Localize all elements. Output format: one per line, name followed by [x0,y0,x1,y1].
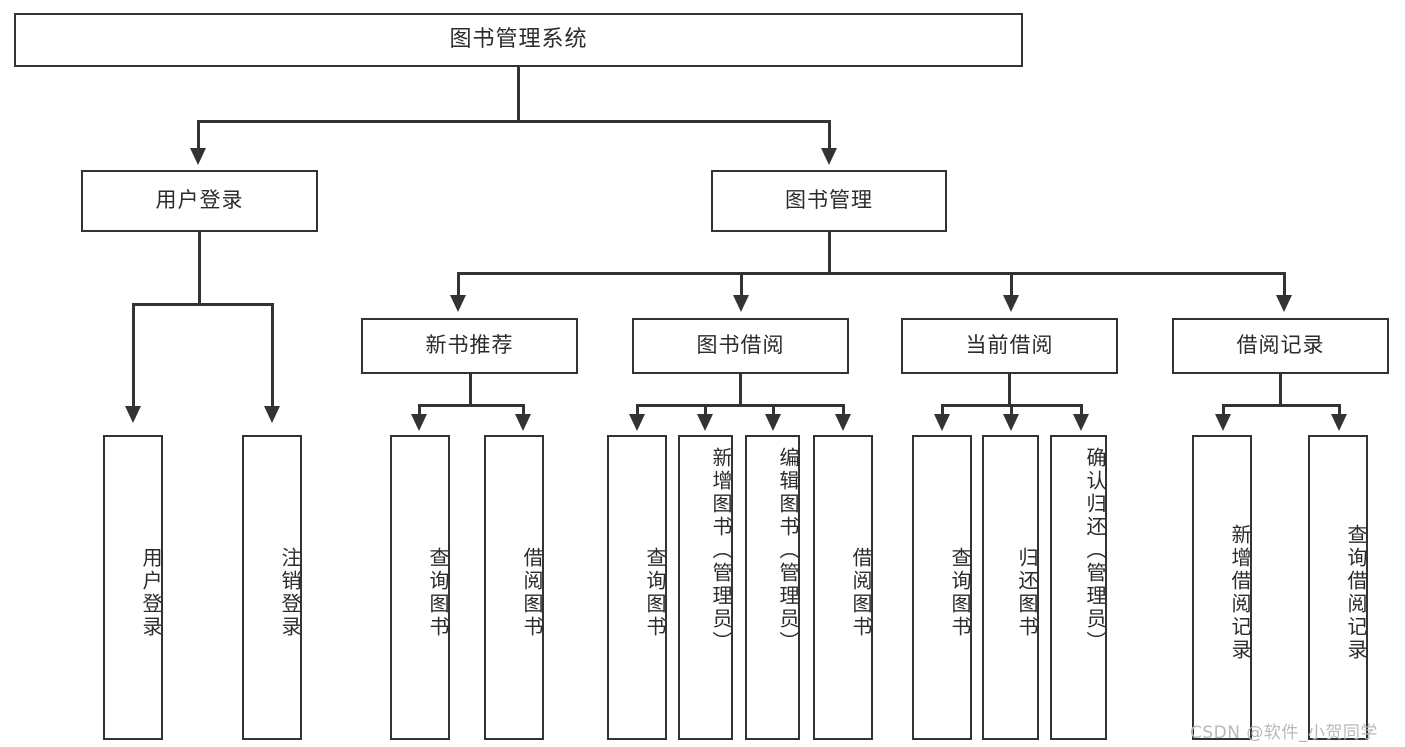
edge-book-borrow-stem [739,374,742,406]
edge-new-book-bus [418,404,522,407]
arrowhead-leaf-user-login [125,406,141,423]
arrowhead-book-mgmt [821,148,837,165]
arrowhead-leaf-query-book-2 [629,414,645,431]
edge-to-new-book [457,272,460,297]
node-borrow-record-label: 借阅记录 [1236,333,1325,358]
arrowhead-leaf-borrow-book-2 [835,414,851,431]
edge-book-mgmt-stem [828,232,831,274]
leaf-add-book[interactable]: 新增图书（管理员） [678,435,733,740]
node-root-system[interactable]: 图书管理系统 [14,13,1023,67]
edge-book-borrow-branch-3 [772,404,775,416]
node-current-borrow-label: 当前借阅 [965,333,1054,358]
node-user-login[interactable]: 用户登录 [81,170,318,232]
arrowhead-leaf-query-book-3 [934,414,950,431]
leaf-query-book-current[interactable]: 查询图书 [912,435,972,740]
edge-current-borrow-branch-1 [941,404,944,416]
leaf-logout[interactable]: 注销登录 [242,435,302,740]
arrowhead-user-login [190,148,206,165]
node-root-label: 图书管理系统 [449,26,588,52]
leaf-add-borrow-record-label: 新增借阅记录 [1228,523,1252,662]
edge-new-book-branch-2 [522,404,525,416]
edge-book-borrow-bus [636,404,842,407]
leaf-query-book-borrow[interactable]: 查询图书 [607,435,667,740]
arrowhead-leaf-confirm-return [1073,414,1089,431]
edge-book-borrow-branch-4 [842,404,845,416]
edge-user-login-branch-1 [132,303,135,408]
leaf-confirm-return[interactable]: 确认归还（管理员） [1050,435,1107,740]
arrowhead-leaf-query-book-1 [411,414,427,431]
edge-current-borrow-branch-3 [1080,404,1083,416]
edge-user-login-stem [198,232,201,305]
node-book-borrow-label: 图书借阅 [696,333,785,358]
edge-new-book-branch-1 [418,404,421,416]
leaf-borrow-book[interactable]: 借阅图书 [813,435,873,740]
arrowhead-leaf-query-record [1331,414,1347,431]
leaf-user-login-label: 用户登录 [139,546,163,639]
edge-to-borrow-record [1283,272,1286,297]
edge-new-book-stem [469,374,472,406]
leaf-edit-book-label: 编辑图书（管理员） [776,447,800,654]
leaf-query-book-current-label: 查询图书 [948,546,972,639]
leaf-query-borrow-record[interactable]: 查询借阅记录 [1308,435,1368,740]
edge-to-book-borrow [740,272,743,297]
csdn-watermark: CSDN @软件_小贺同学 [1190,723,1378,743]
edge-root-to-user-login [197,120,200,150]
leaf-add-book-label: 新增图书（管理员） [709,447,733,654]
leaf-borrow-book-recommend[interactable]: 借阅图书 [484,435,544,740]
node-current-borrow[interactable]: 当前借阅 [901,318,1118,374]
leaf-return-book-label: 归还图书 [1015,546,1039,639]
edge-root-bus [197,120,829,123]
leaf-query-borrow-record-label: 查询借阅记录 [1344,523,1368,662]
edge-current-borrow-stem [1008,374,1011,406]
edge-book-mgmt-bus [457,272,1285,275]
leaf-query-book-recommend[interactable]: 查询图书 [390,435,450,740]
arrowhead-borrow-record [1276,295,1292,312]
node-book-borrow[interactable]: 图书借阅 [632,318,849,374]
arrowhead-book-borrow [733,295,749,312]
arrowhead-leaf-return-book [1003,414,1019,431]
arrowhead-leaf-add-book [697,414,713,431]
node-book-management[interactable]: 图书管理 [711,170,947,232]
edge-book-borrow-branch-1 [636,404,639,416]
arrowhead-new-book [450,295,466,312]
node-user-login-label: 用户登录 [155,188,244,213]
leaf-user-login[interactable]: 用户登录 [103,435,163,740]
leaf-borrow-book-recommend-label: 借阅图书 [520,546,544,639]
edge-borrow-record-bus [1222,404,1338,407]
edge-borrow-record-branch-1 [1222,404,1225,416]
arrowhead-leaf-logout [264,406,280,423]
edge-borrow-record-stem [1279,374,1282,406]
leaf-edit-book[interactable]: 编辑图书（管理员） [745,435,800,740]
edge-root-to-book-mgmt [828,120,831,150]
edge-borrow-record-branch-2 [1338,404,1341,416]
leaf-logout-label: 注销登录 [278,546,302,639]
arrowhead-leaf-add-record [1215,414,1231,431]
leaf-return-book[interactable]: 归还图书 [982,435,1039,740]
edge-book-borrow-branch-2 [704,404,707,416]
edge-current-borrow-branch-2 [1010,404,1013,416]
leaf-confirm-return-label: 确认归还（管理员） [1083,447,1107,654]
node-book-management-label: 图书管理 [785,188,873,213]
node-new-book-recommend-label: 新书推荐 [425,333,514,358]
edge-user-login-bus [132,303,271,306]
arrowhead-current-borrow [1003,295,1019,312]
arrowhead-leaf-borrow-book-1 [515,414,531,431]
edge-to-current-borrow [1010,272,1013,297]
arrowhead-leaf-edit-book [765,414,781,431]
leaf-borrow-book-label: 借阅图书 [849,546,873,639]
edge-root-stem [517,67,520,122]
edge-user-login-branch-2 [271,303,274,408]
node-new-book-recommend[interactable]: 新书推荐 [361,318,578,374]
leaf-add-borrow-record[interactable]: 新增借阅记录 [1192,435,1252,740]
leaf-query-book-recommend-label: 查询图书 [426,546,450,639]
node-borrow-record[interactable]: 借阅记录 [1172,318,1389,374]
leaf-query-book-borrow-label: 查询图书 [643,546,667,639]
